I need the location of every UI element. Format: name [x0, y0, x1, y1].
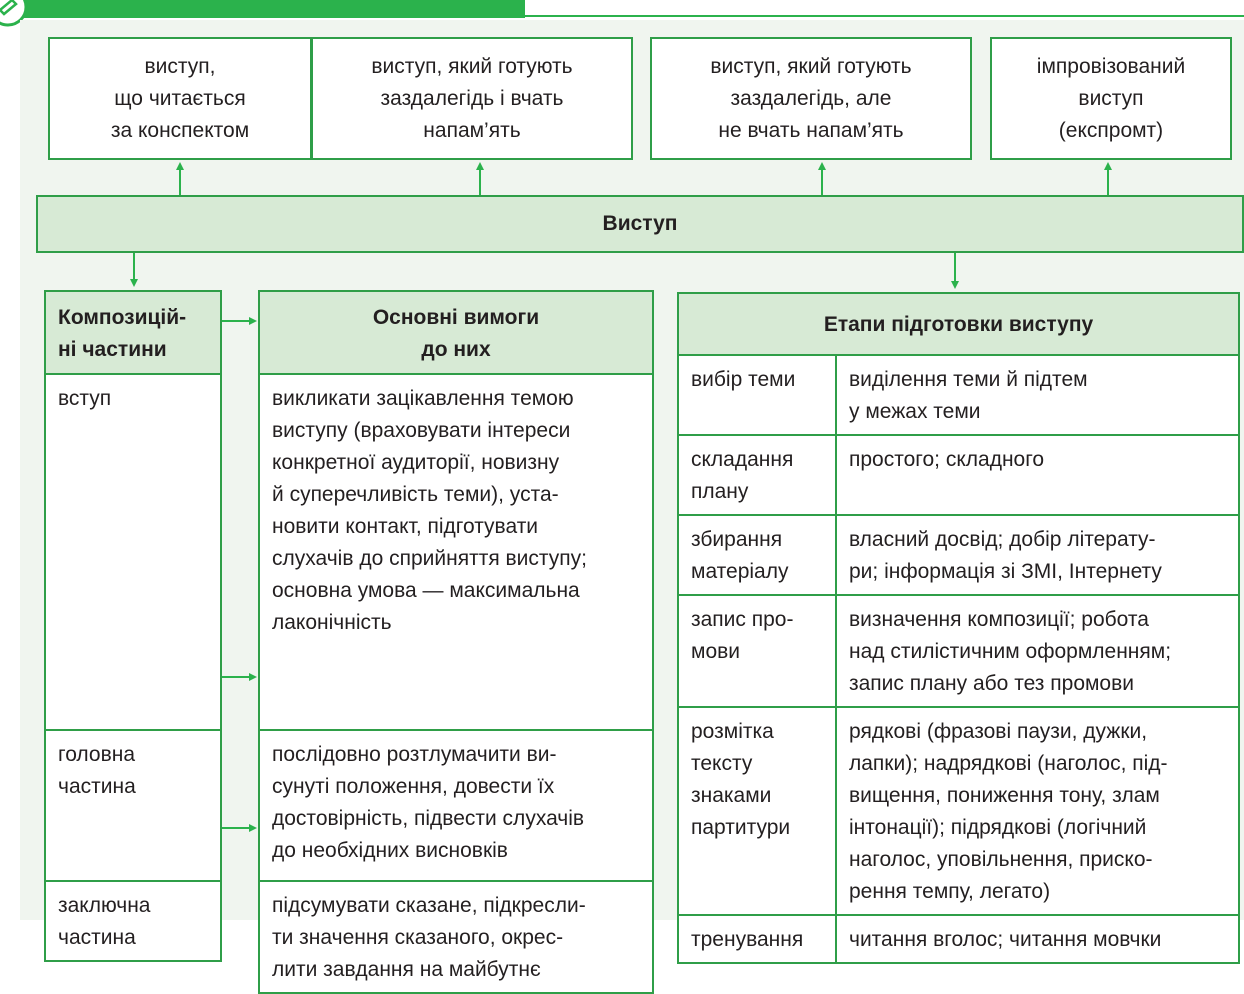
- stages-header: Етапи підготовки виступу: [677, 292, 1240, 356]
- stage-4-name: запис про- мови: [677, 594, 837, 708]
- part-intro: вступ: [44, 373, 222, 731]
- top-box-2: виступ, який готують заздалегідь і вчать…: [311, 37, 633, 160]
- top-box-3: виступ, який готують заздалегідь, але не…: [650, 37, 972, 160]
- part-main: головна частина: [44, 729, 222, 882]
- top-box-3-text: виступ, який готують заздалегідь, але не…: [710, 54, 912, 142]
- part-conclusion: заключна частина: [44, 880, 222, 962]
- stage-2-name: складання плану: [677, 434, 837, 516]
- stage-3-name: збирання матеріалу: [677, 514, 837, 596]
- top-box-2-text: виступ, який готують заздалегідь і вчать…: [371, 54, 573, 142]
- stage-6-desc: читання вголос; читання мовчки: [835, 914, 1240, 964]
- top-box-4: імпровізований виступ (експромт): [990, 37, 1232, 160]
- stage-1-name: вибір теми: [677, 354, 837, 436]
- stage-4-desc: визначення композиції; робота над стиліс…: [835, 594, 1240, 708]
- top-box-1-text: виступ, що читається за конспектом: [110, 54, 250, 142]
- top-accent-bar: [0, 0, 525, 18]
- top-box-4-text: імпровізований виступ (експромт): [1036, 54, 1186, 142]
- stage-5-name: розмітка тексту знаками партитури: [677, 706, 837, 916]
- notebook-icon: [0, 0, 28, 27]
- main-box: Виступ: [36, 195, 1244, 253]
- stage-2-desc: простого; складного: [835, 434, 1240, 516]
- parts-header: Композицій- ні частини: [44, 290, 222, 375]
- stage-1-desc: виділення теми й підтем у межах теми: [835, 354, 1240, 436]
- connector-arrows: [130, 162, 1112, 832]
- req-main: послідовно розтлумачити ви- сунуті полож…: [258, 729, 654, 882]
- main-title: Виступ: [602, 212, 678, 235]
- stages-table: Етапи підготовки виступу вибір теми виді…: [677, 292, 1240, 964]
- top-box-1: виступ, що читається за конспектом: [48, 37, 312, 160]
- stage-6-name: тренування: [677, 914, 837, 964]
- requirements-header: Основні вимоги до них: [258, 290, 654, 375]
- stage-5-desc: рядкові (фразові паузи, дужки, лапки); н…: [835, 706, 1240, 916]
- requirements-column: Основні вимоги до них викликати зацікавл…: [258, 290, 654, 994]
- req-conclusion: підсумувати сказане, підкресли- ти значе…: [258, 880, 654, 994]
- req-intro: викликати зацікавлення темою виступу (вр…: [258, 373, 654, 731]
- top-rule: [525, 15, 1244, 17]
- parts-column: Композицій- ні частини вступ головна час…: [44, 290, 222, 962]
- stage-3-desc: власний досвід; добір літерату- ри; інфо…: [835, 514, 1240, 596]
